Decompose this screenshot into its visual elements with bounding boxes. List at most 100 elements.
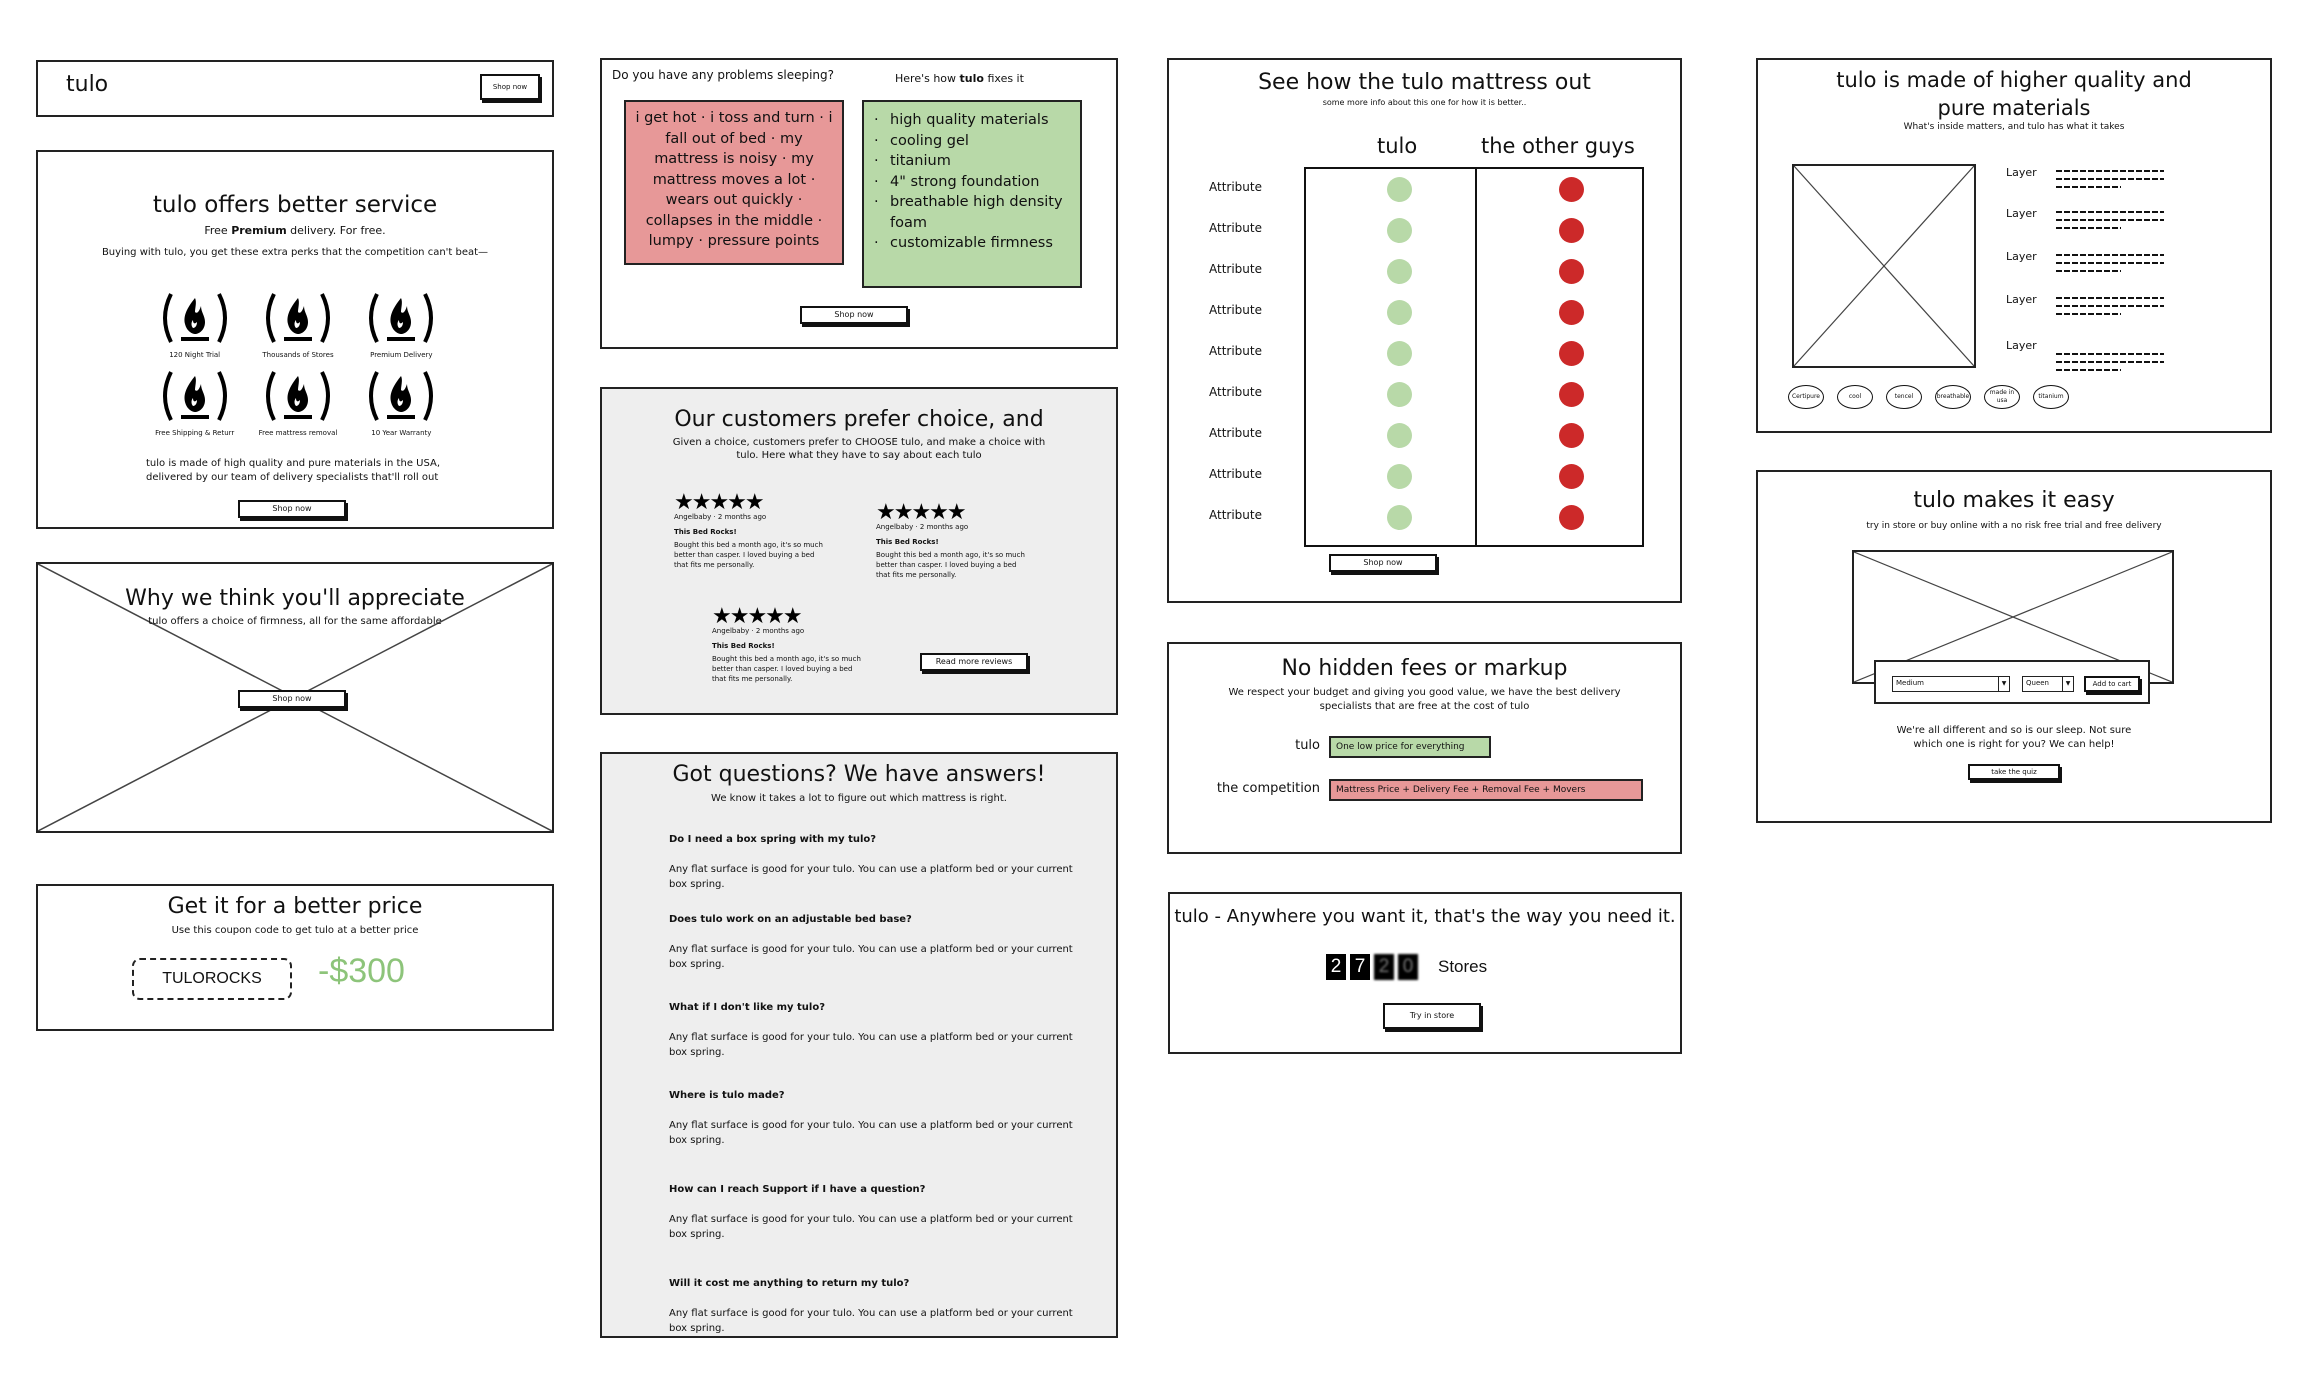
stores-section: tulo - Anywhere you want it, that's the …	[1168, 892, 1682, 1054]
fire-icon	[350, 365, 453, 427]
compare-section: See how the tulo mattress out some more …	[1167, 58, 1682, 603]
perks-grid: 120 Night Trial Thousands of Stores Prem…	[143, 287, 453, 437]
problems-shop-now-button[interactable]: Shop now	[800, 306, 908, 324]
nav-shop-now-button[interactable]: Shop now	[480, 74, 540, 100]
fees-row-competition: the competition Mattress Price + Deliver…	[1169, 779, 1680, 801]
faq-section: Got questions? We have answers! We know …	[600, 752, 1118, 1338]
add-to-cart-button[interactable]: Add to cart	[2084, 676, 2140, 692]
comparison-row: Attribute	[1169, 503, 1679, 533]
problems-box: i get hot · i toss and turn · i fall out…	[624, 100, 844, 265]
fix-item: cooling gel	[874, 131, 1070, 152]
comparison-table	[1304, 167, 1644, 547]
easy-subtitle: try in store or buy online with a no ris…	[1866, 521, 2162, 531]
chevron-down-icon: ▼	[1998, 677, 2009, 691]
cross-dot-icon	[1559, 300, 1584, 325]
cross-dot-icon	[1559, 423, 1584, 448]
faq-item[interactable]: Does tulo work on an adjustable bed base…	[669, 914, 1073, 970]
perk-item: Premium Delivery	[350, 287, 453, 359]
check-dot-icon	[1387, 177, 1412, 202]
perk-item: Free Shipping & Returr	[143, 365, 246, 437]
service-body: tulo is made of high quality and pure ma…	[146, 458, 441, 483]
check-dot-icon	[1387, 423, 1412, 448]
faq-subtitle: We know it takes a lot to figure out whi…	[711, 793, 1007, 804]
badge-titanium: titanium	[2033, 385, 2069, 409]
fix-item: high quality materials	[874, 110, 1070, 131]
appreciate-title: Why we think you'll appreciate	[125, 586, 465, 611]
faq-item[interactable]: How can I reach Support if I have a ques…	[669, 1184, 1073, 1240]
service-title: tulo offers better service	[152, 192, 438, 218]
compare-subtitle: some more info about this one for how it…	[1322, 98, 1527, 107]
fixes-heading: Here's how tulo fixes it	[895, 72, 1024, 85]
firmness-select[interactable]: Medium▼	[1892, 676, 2010, 692]
review-card: ★★★★★ Angelbaby · 2 months ago This Bed …	[876, 500, 1025, 580]
service-section: tulo offers better service Free Premium …	[36, 150, 554, 529]
material-badges: Certipure cool tencel breathable made in…	[1788, 385, 2069, 409]
cross-dot-icon	[1559, 382, 1584, 407]
customers-subtitle: Given a choice, customers prefer to CHOO…	[672, 437, 1046, 461]
store-counter: 2 7 2 0 Stores	[1326, 954, 1487, 980]
mattress-image-placeholder	[1792, 164, 1976, 368]
cross-dot-icon	[1559, 259, 1584, 284]
cross-dot-icon	[1559, 218, 1584, 243]
fix-item: customizable firmness	[874, 233, 1070, 254]
fix-item: titanium	[874, 151, 1070, 172]
fees-title: No hidden fees or markup	[1281, 656, 1568, 681]
logo[interactable]: tulo	[66, 72, 109, 97]
read-more-reviews-button[interactable]: Read more reviews	[920, 653, 1028, 671]
fix-item: 4" strong foundation	[874, 172, 1070, 193]
service-shop-now-button[interactable]: Shop now	[238, 500, 346, 518]
faq-item[interactable]: Where is tulo made?Any flat surface is g…	[669, 1090, 1073, 1146]
faq-title: Got questions? We have answers!	[672, 762, 1046, 787]
competition-price-bar: Mattress Price + Delivery Fee + Removal …	[1329, 779, 1643, 801]
perk-item: 120 Night Trial	[143, 287, 246, 359]
take-quiz-button[interactable]: take the quiz	[1968, 764, 2060, 780]
fire-icon	[246, 365, 349, 427]
fixes-box: high quality materials cooling gel titan…	[862, 100, 1082, 288]
problems-section: Do you have any problems sleeping? Here'…	[600, 58, 1118, 349]
quiz-help-text: We're all different and so is our sleep.…	[1896, 725, 2132, 750]
comparison-row: Attribute	[1169, 421, 1679, 451]
layer-item: Layer	[2006, 166, 2206, 206]
badge-tencel: tencel	[1886, 385, 1922, 409]
faq-item[interactable]: What if I don't like my tulo?Any flat su…	[669, 1002, 1073, 1058]
try-in-store-button[interactable]: Try in store	[1383, 1003, 1481, 1029]
review-card: ★★★★★ Angelbaby · 2 months ago This Bed …	[712, 604, 861, 684]
badge-cool: cool	[1837, 385, 1873, 409]
comparison-row: Attribute	[1169, 175, 1679, 205]
appreciate-shop-now-button[interactable]: Shop now	[238, 690, 346, 708]
price-title: Get it for a better price	[167, 894, 423, 919]
faq-item[interactable]: Will it cost me anything to return my tu…	[669, 1278, 1073, 1334]
comparison-row: Attribute	[1169, 380, 1679, 410]
badge-certipure: Certipure	[1788, 385, 1824, 409]
stores-title: tulo - Anywhere you want it, that's the …	[1174, 906, 1676, 927]
perk-item: Thousands of Stores	[246, 287, 349, 359]
compare-shop-now-button[interactable]: Shop now	[1329, 554, 1437, 572]
check-dot-icon	[1387, 341, 1412, 366]
star-rating-icon: ★★★★★	[674, 490, 765, 515]
service-subtitle: Free Premium delivery. For free.	[204, 224, 386, 237]
comparison-row: Attribute	[1169, 216, 1679, 246]
materials-subtitle: What's inside matters, and tulo has what…	[1903, 122, 2125, 132]
badge-made-in-usa: made in usa	[1984, 385, 2020, 409]
star-rating-icon: ★★★★★	[712, 604, 803, 629]
comparison-row: Attribute	[1169, 257, 1679, 287]
check-dot-icon	[1387, 464, 1412, 489]
customers-title: Our customers prefer choice, and	[674, 407, 1044, 432]
perk-item: 10 Year Warranty	[350, 365, 453, 437]
fees-subtitle: We respect your budget and giving you go…	[1228, 687, 1621, 712]
faq-item[interactable]: Do I need a box spring with my tulo?Any …	[669, 834, 1073, 890]
coupon-code[interactable]: TULOROCKS	[132, 958, 292, 1000]
star-rating-icon: ★★★★★	[876, 500, 967, 525]
check-dot-icon	[1387, 382, 1412, 407]
chevron-down-icon: ▼	[2062, 677, 2073, 691]
layer-item: Layer	[2006, 339, 2206, 379]
column-header-tulo: tulo	[1377, 134, 1418, 158]
comparison-row: Attribute	[1169, 298, 1679, 328]
service-intro: Buying with tulo, you get these extra pe…	[101, 247, 489, 258]
compare-title: See how the tulo mattress out	[1258, 70, 1591, 95]
layer-item: Layer	[2006, 250, 2206, 290]
cross-dot-icon	[1559, 177, 1584, 202]
fire-icon	[246, 287, 349, 349]
size-select[interactable]: Queen▼	[2022, 676, 2074, 692]
